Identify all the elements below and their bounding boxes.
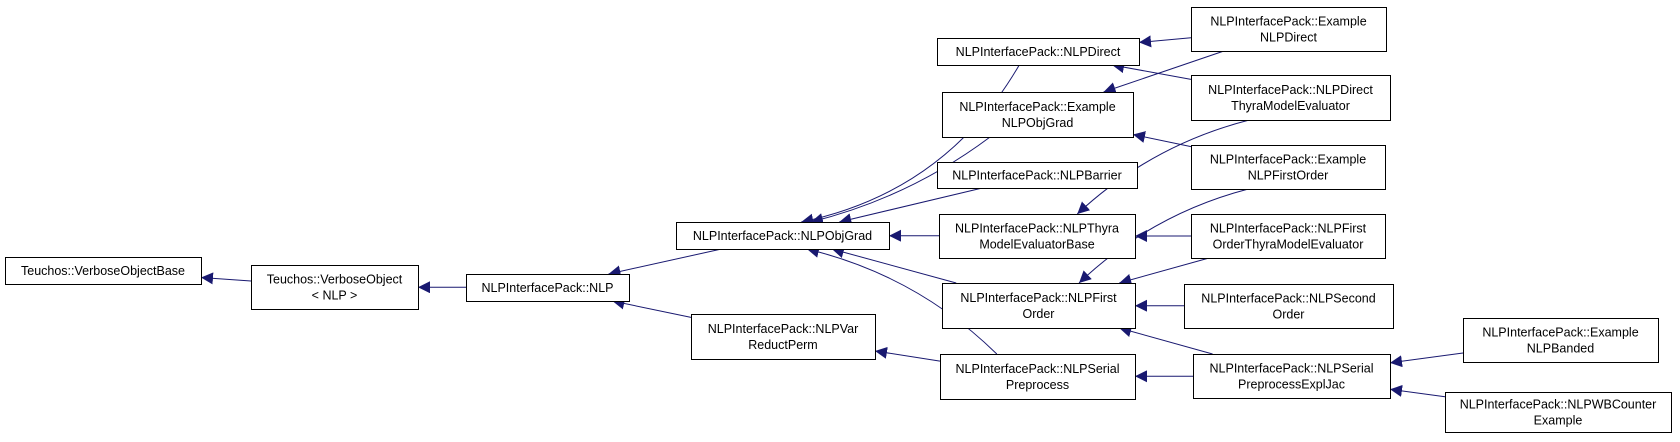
inheritance-edge-nlp_direct-to-nlp_obj_grad [801, 65, 1019, 222]
class-node-label: < NLP > [312, 289, 358, 303]
class-node-label: NLPInterfacePack::NLPDirect [1208, 83, 1373, 97]
class-node-verbose-object-base[interactable]: Teuchos::VerboseObjectBase [6, 258, 202, 285]
class-node-nlp-direct-thyra-model-evaluator[interactable]: NLPInterfacePack::NLPDirectThyraModelEva… [1192, 76, 1391, 121]
inheritance-edge-example_nlp_banded-to-nlp_serial_preprocess_expl_jac [1390, 353, 1463, 363]
inheritance-edge-nlp_obj_grad-to-nlp [609, 249, 722, 274]
class-node-nlp[interactable]: NLPInterfacePack::NLP [467, 275, 630, 302]
class-node-label: ThyraModelEvaluator [1231, 99, 1350, 113]
class-node-verbose-object-nlp[interactable]: Teuchos::VerboseObject< NLP > [252, 266, 419, 310]
inheritance-edge-nlp_serial_preprocess-to-nlp_var_reduct_perm [875, 351, 940, 361]
class-node-label: NLPInterfacePack::NLPFirst [1210, 222, 1367, 236]
class-node-label: PreprocessExplJac [1238, 378, 1345, 392]
inheritance-edge-nlp_first_order-to-nlp_obj_grad [832, 249, 956, 283]
class-node-label: NLPInterfacePack::Example [1210, 15, 1366, 29]
class-node-nlp-thyra-model-evaluator-base[interactable]: NLPInterfacePack::NLPThyraModelEvaluator… [940, 215, 1136, 259]
class-node-nlp-serial-preprocess-expl-jac[interactable]: NLPInterfacePack::NLPSerialPreprocessExp… [1194, 355, 1391, 399]
class-node-label: Teuchos::VerboseObjectBase [21, 264, 185, 278]
class-node-label: Example [1534, 414, 1583, 428]
class-node-label: Order [1023, 307, 1055, 321]
class-node-label: NLPInterfacePack::NLPWBCounter [1460, 398, 1657, 412]
inheritance-edge-example_nlp_direct-to-nlp_direct [1139, 38, 1191, 43]
class-node-nlp-direct[interactable]: NLPInterfacePack::NLPDirect [938, 39, 1140, 66]
class-node-label: NLPInterfacePack::Example [1210, 153, 1366, 167]
class-node-label: NLPInterfacePack::NLPBarrier [952, 169, 1122, 183]
inheritance-edge-nlp_wb_counter_example-to-nlp_serial_preprocess_expl_jac [1390, 389, 1445, 396]
class-node-label: NLPFirstOrder [1248, 169, 1329, 183]
class-node-label: NLPInterfacePack::NLPFirst [960, 291, 1117, 305]
class-node-label: NLPInterfacePack::NLPSerial [956, 362, 1120, 376]
class-node-label: ModelEvaluatorBase [979, 238, 1094, 252]
class-node-label: Order [1273, 308, 1305, 322]
class-node-label: OrderThyraModelEvaluator [1213, 238, 1364, 252]
class-node-nlp-first-order[interactable]: NLPInterfacePack::NLPFirstOrder [943, 284, 1136, 329]
class-node-label: NLPInterfacePack::NLPSerial [1210, 362, 1374, 376]
class-node-label: NLPInterfacePack::Example [1482, 326, 1638, 340]
class-node-label: Teuchos::VerboseObject [267, 273, 403, 287]
class-node-label: NLPInterfacePack::Example [959, 100, 1115, 114]
inheritance-edge-nlp_serial_preprocess_expl_jac-to-nlp_first_order [1119, 328, 1212, 354]
class-node-label: ReductPerm [748, 338, 817, 352]
class-node-label: NLPInterfacePack::NLPDirect [956, 45, 1121, 59]
class-node-label: NLPInterfacePack::NLPVar [708, 322, 859, 336]
class-node-label: NLPInterfacePack::NLP [481, 281, 613, 295]
inheritance-edge-example_nlp_first_order-to-example_nlp_obj_grad [1133, 135, 1191, 147]
nodes-layer: Teuchos::VerboseObjectBaseTeuchos::Verbo… [6, 8, 1672, 433]
class-node-nlp-obj-grad[interactable]: NLPInterfacePack::NLPObjGrad [677, 223, 890, 250]
class-node-label: NLPInterfacePack::NLPSecond [1201, 292, 1375, 306]
inheritance-edge-verbose_object_nlp-to-verbose_object_base [201, 277, 251, 281]
class-node-label: Preprocess [1006, 378, 1069, 392]
class-node-label: NLPDirect [1260, 31, 1317, 45]
class-node-nlp-first-order-thyra-model-evaluator[interactable]: NLPInterfacePack::NLPFirstOrderThyraMode… [1192, 215, 1386, 259]
class-node-label: NLPInterfacePack::NLPObjGrad [693, 229, 872, 243]
inheritance-edge-nlp_var_reduct_perm-to-nlp [612, 301, 691, 317]
class-node-label: NLPBanded [1527, 342, 1594, 356]
class-node-label: NLPInterfacePack::NLPThyra [955, 222, 1119, 236]
class-node-nlp-barrier[interactable]: NLPInterfacePack::NLPBarrier [938, 163, 1138, 189]
class-node-label: NLPObjGrad [1002, 116, 1074, 130]
inheritance-edge-nlp_direct_thyra_model_evaluator-to-nlp_direct [1112, 65, 1191, 79]
inheritance-edge-nlp_first_order_thyra_model_evaluator-to-nlp_first_order [1119, 258, 1209, 283]
